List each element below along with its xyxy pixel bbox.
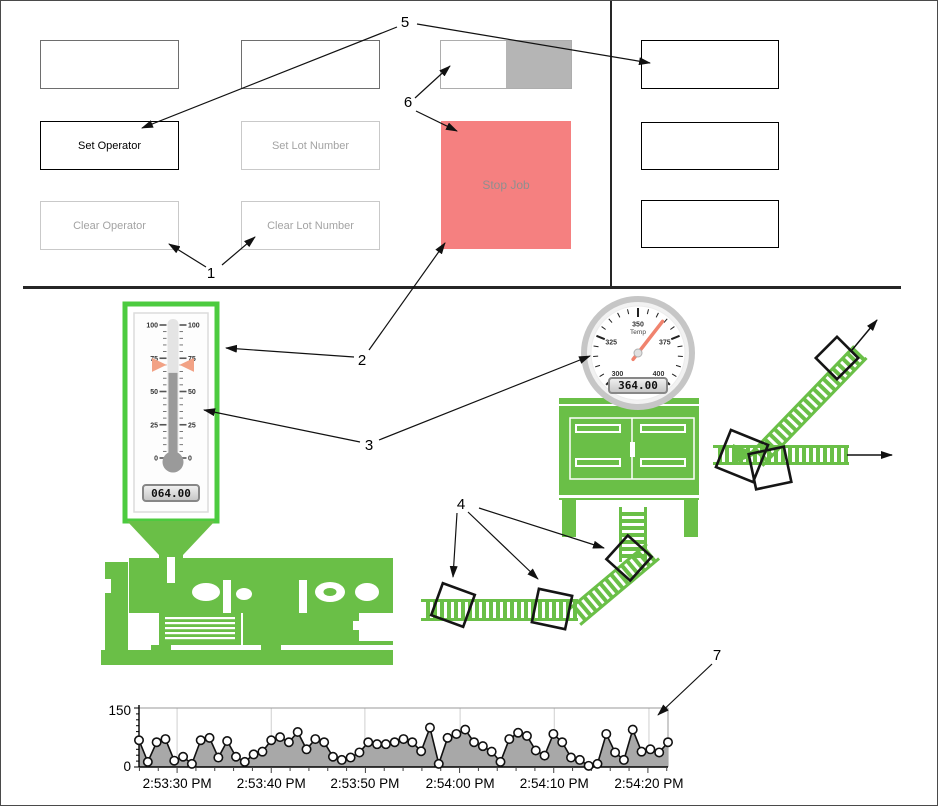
svg-text:2:54:20 PM: 2:54:20 PM — [614, 776, 683, 791]
svg-text:6: 6 — [404, 94, 412, 111]
thermometer-readout: 064.00 — [142, 484, 200, 502]
svg-text:75: 75 — [150, 356, 158, 363]
svg-text:350: 350 — [632, 322, 644, 329]
svg-text:2:53:40 PM: 2:53:40 PM — [237, 776, 306, 791]
set-operator-button[interactable]: Set Operator — [40, 121, 179, 170]
svg-text:2:54:00 PM: 2:54:00 PM — [426, 776, 495, 791]
indicator-left-segment — [441, 41, 506, 88]
svg-text:Temp: Temp — [630, 329, 646, 336]
svg-text:325: 325 — [605, 339, 617, 346]
clear-operator-button[interactable]: Clear Operator — [40, 201, 179, 250]
svg-text:50: 50 — [188, 389, 196, 396]
svg-text:100: 100 — [146, 323, 158, 330]
two-state-indicator — [440, 40, 572, 89]
oven-cabinet — [559, 398, 699, 537]
diverter-arrow — [733, 444, 758, 464]
gauge-readout: 364.00 — [608, 377, 668, 394]
svg-text:0: 0 — [154, 456, 158, 463]
right-display-field-1 — [641, 40, 779, 89]
operator-display-field — [40, 40, 179, 89]
svg-text:2:53:30 PM: 2:53:30 PM — [143, 776, 212, 791]
svg-text:3: 3 — [365, 437, 373, 454]
clear-lot-number-button[interactable]: Clear Lot Number — [241, 201, 380, 250]
svg-text:150: 150 — [108, 703, 131, 718]
svg-text:50: 50 — [150, 389, 158, 396]
svg-text:0: 0 — [123, 759, 131, 774]
lot-number-display-field — [241, 40, 380, 89]
injection-molding-machine — [101, 521, 393, 665]
right-display-field-2 — [641, 122, 779, 170]
svg-text:0: 0 — [188, 456, 192, 463]
right-display-field-3 — [641, 200, 779, 248]
svg-text:5: 5 — [401, 14, 409, 31]
svg-text:2:53:50 PM: 2:53:50 PM — [330, 776, 399, 791]
svg-text:7: 7 — [713, 647, 721, 664]
svg-text:2:54:10 PM: 2:54:10 PM — [520, 776, 589, 791]
vertical-divider — [610, 1, 612, 287]
svg-text:375: 375 — [659, 339, 671, 346]
stop-job-button[interactable]: Stop Job — [441, 121, 571, 249]
svg-text:75: 75 — [188, 356, 196, 363]
svg-text:100: 100 — [188, 323, 200, 330]
set-lot-number-button[interactable]: Set Lot Number — [241, 121, 380, 170]
svg-text:1: 1 — [207, 265, 215, 282]
svg-text:4: 4 — [457, 496, 465, 513]
horizontal-divider — [23, 286, 901, 289]
svg-text:25: 25 — [150, 422, 158, 429]
svg-text:25: 25 — [188, 422, 196, 429]
indicator-right-segment — [506, 41, 571, 88]
svg-text:2: 2 — [358, 352, 366, 369]
